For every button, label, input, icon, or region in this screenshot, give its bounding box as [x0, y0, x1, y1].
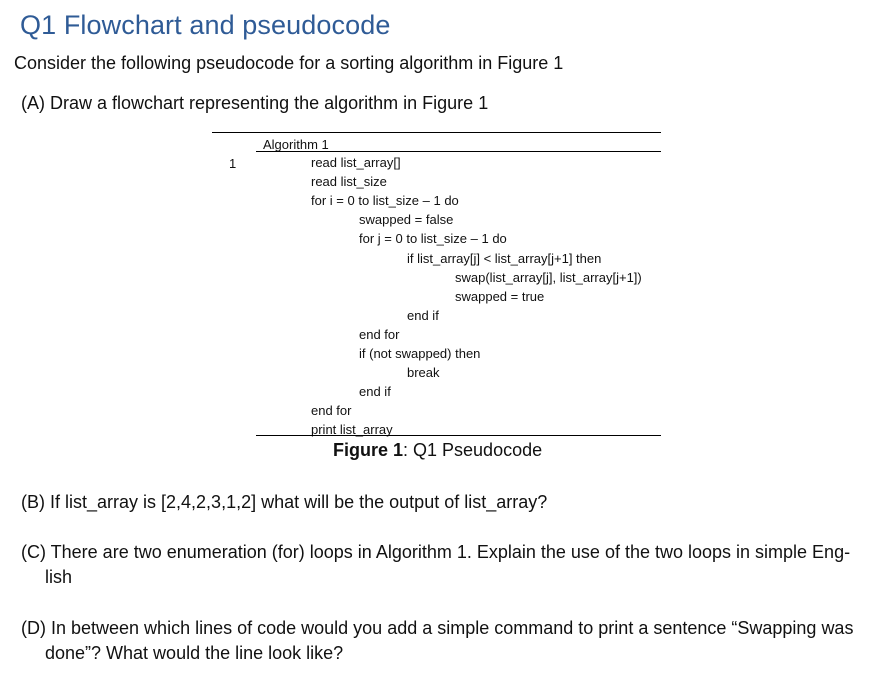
- code-line: swap(list_array[j], list_array[j+1]): [455, 269, 642, 285]
- line-number: 1: [229, 156, 237, 171]
- figure-caption: Figure 1: Q1 Pseudocode: [333, 440, 542, 461]
- intro-text: Consider the following pseudocode for a …: [14, 53, 564, 73]
- section-heading: Q1 Flowchart and pseudocode: [20, 10, 391, 40]
- code-line: end if: [359, 384, 391, 400]
- figure-caption-text: : Q1 Pseudocode: [403, 440, 543, 460]
- algorithm-title-rule: [256, 151, 661, 152]
- code-line: read list_size: [311, 174, 387, 190]
- code-line: end for: [359, 326, 400, 342]
- question-b: (B) If list_array is [2,4,2,3,1,2] what …: [21, 492, 548, 512]
- algorithm-bottom-rule: [256, 435, 661, 436]
- question-c-line1: (C) There are two enumeration (for) loop…: [21, 542, 851, 562]
- code-line: for i = 0 to list_size – 1 do: [311, 193, 459, 209]
- question-a: (A) Draw a flowchart representing the al…: [21, 93, 489, 113]
- question-d-line2: done”? What would the line look like?: [45, 643, 344, 663]
- code-line: swapped = true: [455, 288, 545, 304]
- question-d-line1: (D) In between which lines of code would…: [21, 618, 854, 638]
- question-d: (D) In between which lines of code would…: [21, 616, 866, 666]
- algorithm-top-rule: [212, 132, 661, 133]
- code-line: if (not swapped) then: [359, 346, 481, 361]
- algorithm-title: Algorithm 1: [263, 137, 329, 152]
- question-c: (C) There are two enumeration (for) loop…: [21, 540, 861, 590]
- code-line: read list_array[]: [311, 155, 401, 170]
- code-line: print list_array: [311, 422, 393, 438]
- code-line: if list_array[j] < list_array[j+1] then: [407, 250, 602, 266]
- figure-caption-label: Figure 1: [333, 440, 404, 460]
- code-line: end if: [407, 307, 439, 323]
- code-line: end for: [311, 403, 352, 419]
- code-line: break: [407, 365, 440, 381]
- code-line: for j = 0 to list_size – 1 do: [359, 231, 507, 247]
- code-line: swapped = false: [359, 212, 454, 228]
- question-c-line2: lish: [45, 567, 73, 587]
